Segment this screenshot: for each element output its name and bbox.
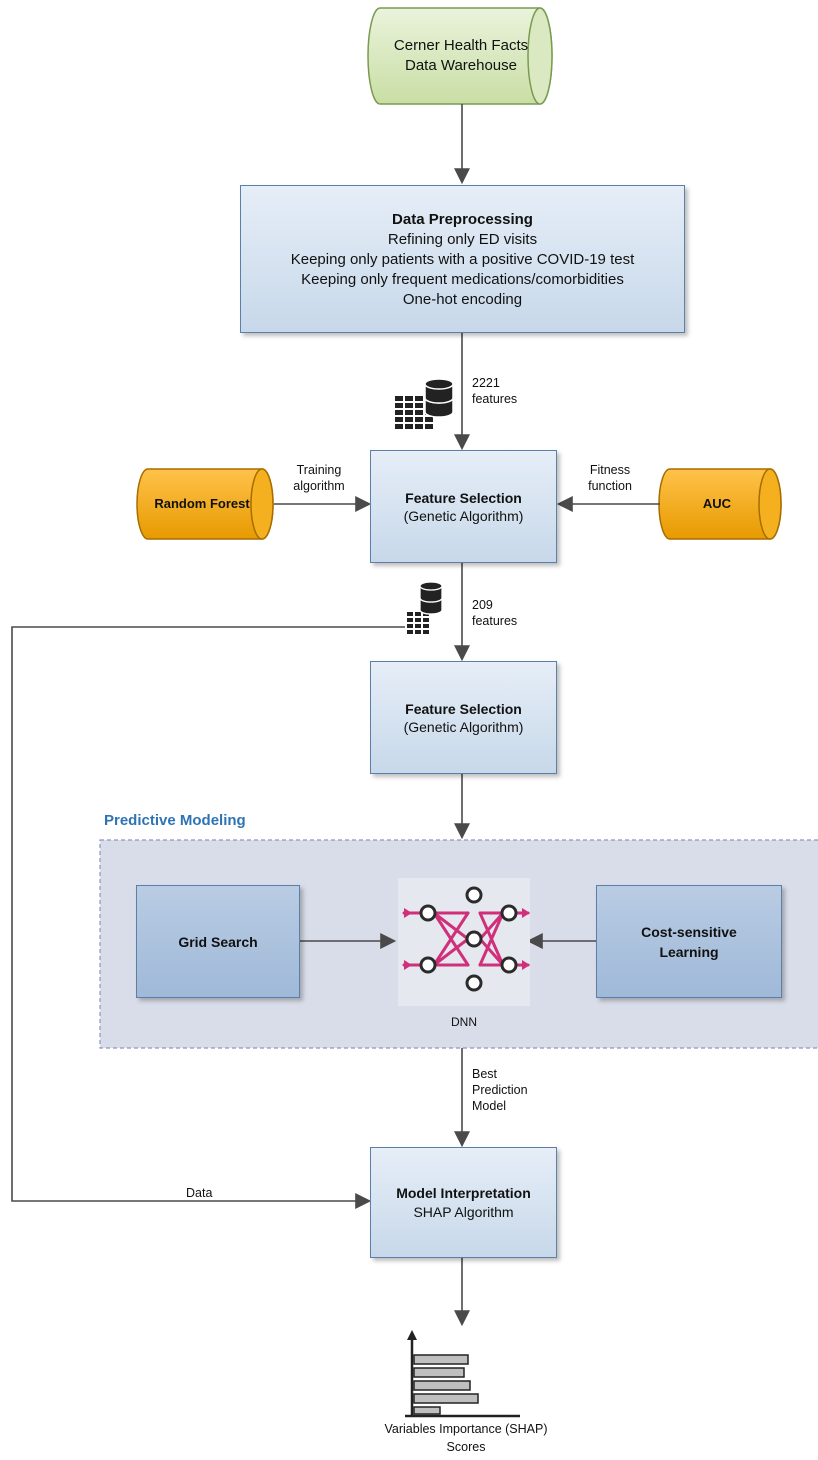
source-line-2: Data Warehouse — [404, 57, 517, 74]
features-unit-2: features — [472, 614, 518, 628]
preprocessing-title: Data Preprocessing — [392, 210, 533, 228]
source-cylinder — [367, 7, 553, 105]
cost-sensitive-line-2: Learning — [659, 943, 719, 960]
source-label: Cerner Health Facts Data Warehouse — [380, 36, 542, 76]
features-count-label: 2221 features — [472, 375, 517, 407]
training-algorithm-label: Training algorithm — [283, 462, 355, 494]
training-label-line-1: Training — [296, 463, 342, 477]
feature-selection-box-2: Feature Selection (Genetic Algorithm) — [370, 661, 557, 774]
auc-cylinder — [658, 468, 782, 540]
best-model-line-3: Model — [472, 1099, 507, 1113]
output-line-2: Scores — [446, 1440, 486, 1454]
data-preprocessing-box: Data Preprocessing Refining only ED visi… — [240, 185, 685, 333]
database-table-icon-small — [407, 581, 443, 634]
interpretation-subtitle: SHAP Algorithm — [413, 1204, 514, 1220]
dnn-label: DNN — [451, 1015, 477, 1029]
cost-sensitive-line-1: Cost-sensitive — [641, 923, 737, 940]
fitness-function-label: Fitness function — [572, 462, 648, 494]
feature-selection-box-1: Feature Selection (Genetic Algorithm) — [370, 450, 557, 563]
preprocessing-step-1: Refining only ED visits — [387, 230, 538, 248]
preprocessing-step-3: Keeping only frequent medications/comorb… — [301, 270, 624, 288]
fitness-label-line-2: function — [588, 479, 632, 493]
auc-label: AUC — [702, 496, 732, 511]
database-table-icon — [395, 378, 454, 429]
dnn-network-icon — [398, 878, 530, 1006]
interpretation-title: Model Interpretation — [396, 1185, 531, 1201]
feature-selection-1-subtitle: (Genetic Algorithm) — [403, 507, 524, 524]
preprocessing-step-2: Keeping only patients with a positive CO… — [290, 250, 635, 268]
model-interpretation-box: Model Interpretation SHAP Algorithm — [370, 1147, 557, 1258]
feature-selection-2-subtitle: (Genetic Algorithm) — [403, 718, 524, 735]
random-forest-cylinder — [136, 468, 274, 540]
training-label-line-2: algorithm — [293, 479, 345, 493]
shap-bar-chart-icon — [405, 1330, 520, 1418]
features-unit: features — [472, 392, 518, 406]
output-line-1: Variables Importance (SHAP) — [384, 1422, 548, 1436]
random-forest-label: Random Forest — [154, 496, 250, 511]
best-model-label: Best Prediction Model — [472, 1066, 528, 1114]
best-model-line-2: Prediction — [472, 1083, 528, 1097]
cost-sensitive-box: Cost-sensitive Learning — [596, 885, 782, 998]
features-count-2: 209 — [472, 598, 493, 612]
arrow-data-loop — [11, 626, 405, 1209]
fitness-label-line-1: Fitness — [589, 463, 631, 477]
output-label: Variables Importance (SHAP) Scores — [356, 1420, 576, 1456]
features-count: 2221 — [472, 376, 500, 390]
best-model-line-1: Best — [472, 1067, 498, 1081]
feature-selection-1-title: Feature Selection — [405, 489, 522, 506]
data-label: Data — [186, 1186, 213, 1200]
source-line-1: Cerner Health Facts — [393, 37, 529, 54]
preprocessing-step-4: One-hot encoding — [402, 290, 523, 308]
feature-selection-2-title: Feature Selection — [405, 700, 522, 717]
grid-search-label: Grid Search — [178, 933, 258, 950]
features-count-label-2: 209 features — [472, 597, 517, 629]
predictive-modeling-title: Predictive Modeling — [104, 812, 246, 829]
grid-search-box: Grid Search — [136, 885, 300, 998]
